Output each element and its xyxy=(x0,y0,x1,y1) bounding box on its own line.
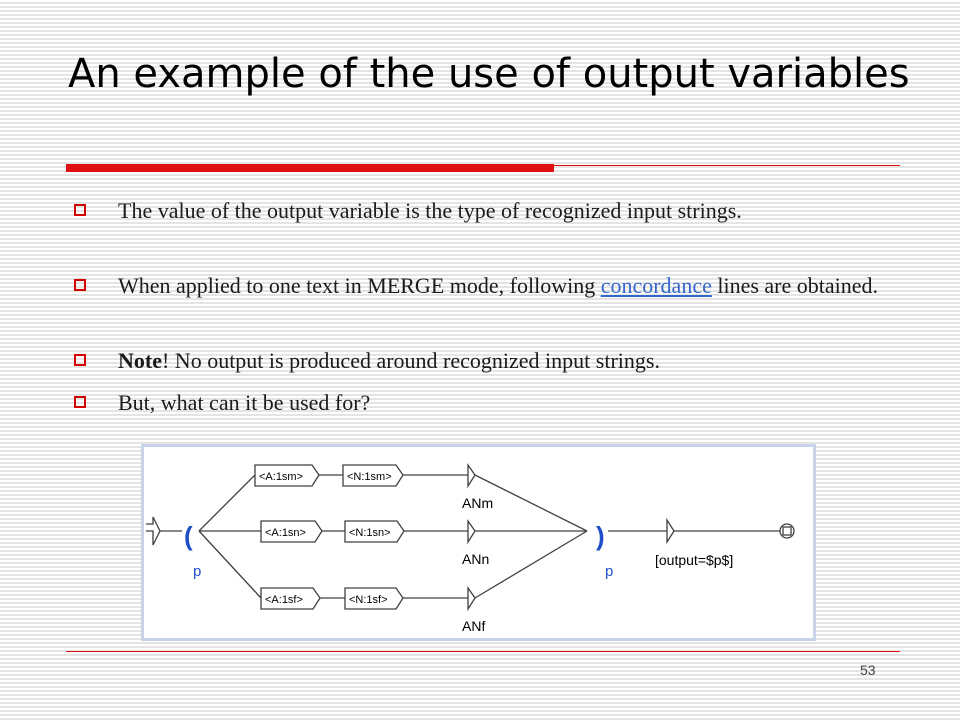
bullet-text: But, what can it be used for? xyxy=(118,390,371,415)
box-n-sm-label: <N:1sm> xyxy=(347,471,392,483)
bullet-text: Note! No output is produced around recog… xyxy=(118,346,902,375)
final-state-icon xyxy=(779,523,795,539)
box-n-sf-label: <N:1sf> xyxy=(349,594,388,606)
bullet-text: When applied to one text in MERGE mode, … xyxy=(118,271,902,300)
bullet-text: The value of the output variable is the … xyxy=(118,198,742,223)
variable-close-name: p xyxy=(605,563,613,580)
variable-close-paren: ) xyxy=(596,521,605,551)
title-underline-thick xyxy=(66,164,554,172)
unitex-graph: ( p ) p <A:1sm> <N:1sm> <A:1sn> <N:1sn> … xyxy=(141,444,816,641)
square-bullet-icon xyxy=(74,204,86,216)
box-n-sm-shape xyxy=(342,464,404,487)
square-bullet-icon xyxy=(74,396,86,408)
output-marker-final xyxy=(666,517,675,545)
bullet-item: When applied to one text in MERGE mode, … xyxy=(72,271,902,300)
output-marker-anm xyxy=(467,462,476,489)
bullet-item: But, what can it be used for? xyxy=(72,388,902,417)
page-number: 53 xyxy=(860,662,876,678)
box-a-sf-label: <A:1sf> xyxy=(265,594,303,606)
square-bullet-icon xyxy=(74,279,86,291)
edge-fan-out-bot xyxy=(198,530,262,599)
bullet-text-pre: When applied to one text in MERGE mode, … xyxy=(118,273,601,298)
bullet-bold-note: Note xyxy=(118,348,162,373)
box-a-sn-label: <A:1sn> xyxy=(265,527,306,539)
initial-arrow xyxy=(146,516,161,546)
box-a-sf-shape xyxy=(260,587,321,610)
concordance-link[interactable]: concordance xyxy=(600,273,712,298)
output-label-final: [output=$p$] xyxy=(655,552,733,568)
bullet-text-post: lines are obtained. xyxy=(711,273,879,298)
variable-open-name: p xyxy=(193,563,201,580)
box-a-sm-shape xyxy=(254,464,320,487)
edge-fan-out-top xyxy=(198,474,256,532)
box-n-sn-label: <N:1sn> xyxy=(349,527,391,539)
slide-title: An example of the use of output variable… xyxy=(68,51,910,97)
box-a-sn-shape xyxy=(260,520,323,543)
square-bullet-icon xyxy=(74,354,86,366)
output-marker-ann xyxy=(467,518,476,545)
title-underline-thin xyxy=(554,165,900,166)
graph-canvas: ( p ) p <A:1sm> <N:1sm> <A:1sn> <N:1sn> … xyxy=(146,462,795,634)
output-label-anm: ANm xyxy=(462,495,493,511)
edge-fan-in-bot xyxy=(474,530,588,599)
output-label-anf: ANf xyxy=(462,618,485,634)
bullet-text-rest: ! No output is produced around recognize… xyxy=(161,348,660,373)
bullet-item: Note! No output is produced around recog… xyxy=(72,346,902,375)
output-marker-anf xyxy=(467,585,476,612)
box-a-sm-label: <A:1sm> xyxy=(259,471,303,483)
box-n-sf-shape xyxy=(344,587,404,610)
footer-divider xyxy=(66,651,900,652)
edge-fan-in-top xyxy=(474,474,588,532)
bullet-item: The value of the output variable is the … xyxy=(72,196,902,225)
variable-open-paren: ( xyxy=(184,521,193,551)
output-label-ann: ANn xyxy=(462,551,489,567)
box-n-sn-shape xyxy=(344,520,405,543)
final-state-inner xyxy=(782,526,792,536)
